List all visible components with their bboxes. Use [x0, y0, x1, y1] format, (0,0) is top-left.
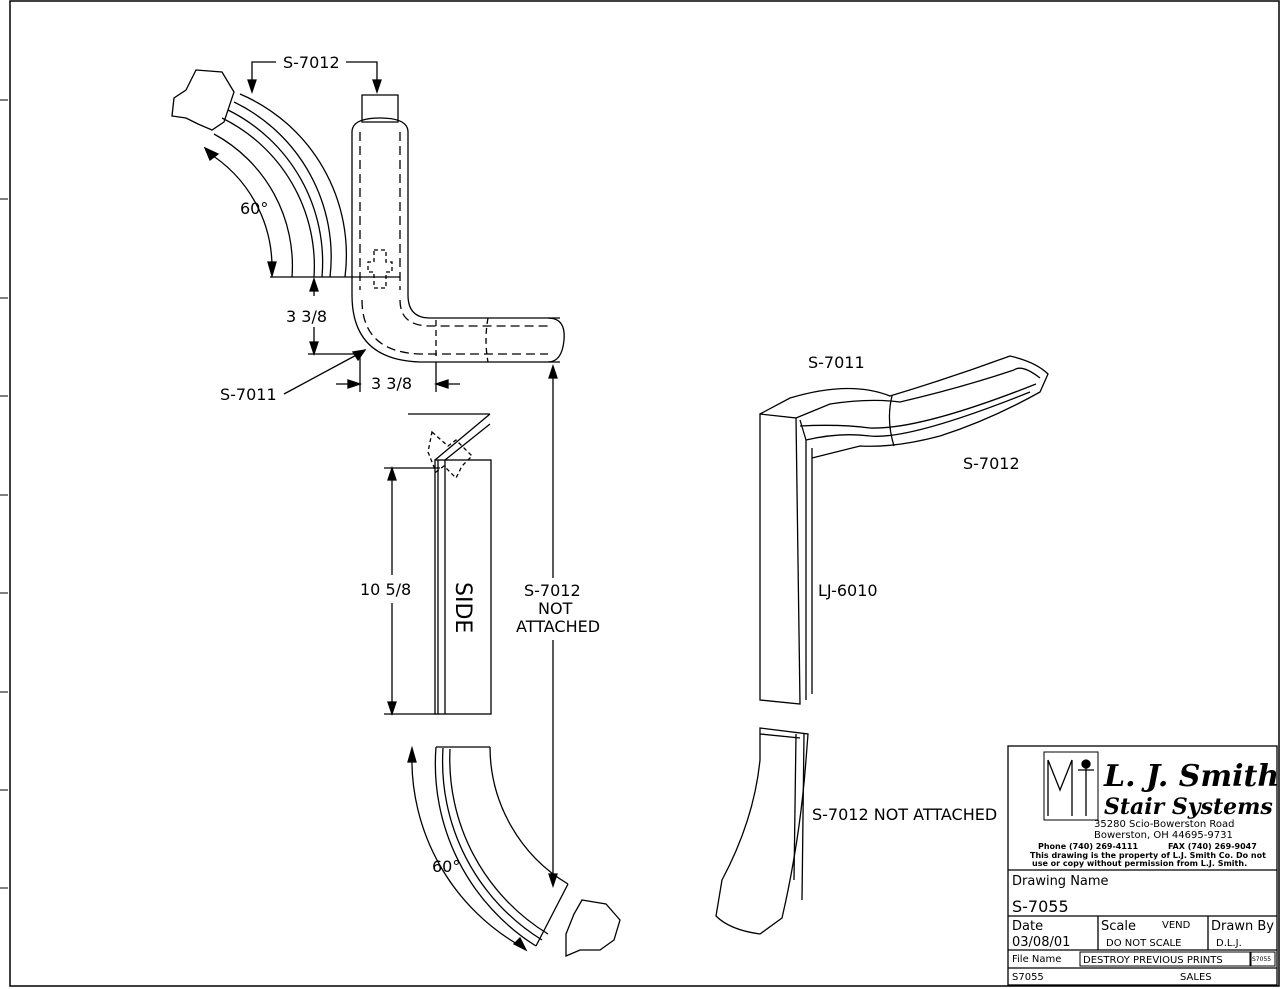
drawing-name: S-7055	[1012, 897, 1069, 916]
margin-ticks	[0, 99, 8, 889]
file-name-label: File Name	[1012, 954, 1061, 965]
sheet-border	[9, 0, 1280, 987]
label-iso-s7011: S-7011	[808, 353, 865, 372]
label-dim-vertical: 3 3/8	[286, 307, 327, 326]
label-s7012-top: S-7012	[283, 53, 340, 72]
tiny-code-box	[1250, 951, 1276, 967]
drawing-name-label: Drawing Name	[1012, 874, 1109, 889]
rail-profile-end	[171, 69, 235, 131]
sales-label: SALES	[1180, 972, 1212, 983]
date-value: 03/08/01	[1012, 935, 1070, 950]
label-not-attached-2: NOT	[538, 599, 573, 618]
not-attached-leader	[548, 363, 558, 889]
scale-value: DO NOT SCALE	[1106, 938, 1181, 949]
file-name-value: S7055	[1012, 972, 1044, 983]
company-subname: Stair Systems	[1104, 794, 1273, 820]
notice-line-2: use or copy without permission from L.J.…	[1032, 859, 1247, 868]
label-iso-not-attached: S-7012 NOT ATTACHED	[812, 805, 997, 824]
label-not-attached-3: ATTACHED	[516, 617, 600, 636]
destroy-box	[1079, 951, 1251, 967]
title-block	[1007, 745, 1278, 986]
company-name: L. J. Smith	[1103, 759, 1279, 794]
label-s7011-left: S-7011	[220, 385, 277, 404]
fax: FAX (740) 269-9047	[1168, 842, 1257, 851]
bottom-left-view	[407, 745, 621, 957]
label-iso-s7012: S-7012	[963, 454, 1020, 473]
date-label: Date	[1012, 919, 1043, 934]
label-angle-bottom: 60°	[432, 857, 460, 876]
drawn-by-label: Drawn By	[1211, 919, 1274, 934]
vend-label: VEND	[1162, 920, 1191, 931]
label-not-attached-1: S-7012	[524, 581, 581, 600]
top-left-view	[171, 61, 565, 395]
label-angle-top: 60°	[240, 199, 268, 218]
side-view	[384, 413, 492, 717]
label-iso-lj6010: LJ-6010	[818, 581, 878, 600]
isometric-view	[715, 355, 1049, 935]
address-line-2: Bowerston, OH 44695-9731	[1094, 830, 1233, 841]
scale-label: Scale	[1101, 919, 1136, 934]
destroy-notice: DESTROY PREVIOUS PRINTS	[1083, 955, 1223, 966]
label-side: SIDE	[450, 582, 475, 633]
notice-line-1: This drawing is the property of L.J. Smi…	[1030, 851, 1266, 860]
address-line-1: 35280 Scio-Bowerston Road	[1094, 819, 1234, 830]
label-dim-horizontal: 3 3/8	[371, 374, 412, 393]
label-side-dim: 10 5/8	[360, 580, 411, 599]
phone: Phone (740) 269-4111	[1038, 842, 1138, 851]
drawn-by-value: D.L.J.	[1216, 938, 1242, 949]
tiny-code: S7055	[1252, 956, 1271, 963]
company-logo	[1043, 751, 1099, 821]
rail-profile-end-bottom	[565, 899, 621, 957]
